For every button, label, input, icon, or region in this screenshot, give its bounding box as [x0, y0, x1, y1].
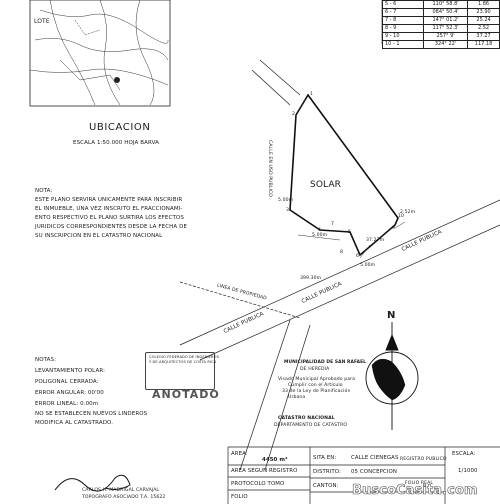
area-label: AREA:: [231, 451, 248, 457]
point-label: 3: [286, 208, 290, 213]
cell: 2.52: [467, 24, 500, 33]
location-marker: [114, 77, 120, 83]
distrito-value: 05 CONCEPCION: [351, 469, 397, 475]
location-map-lines: [29, 0, 169, 106]
note-line: SU INSCRIPCION EN EL CATASTRO NACIONAL: [35, 233, 163, 239]
dimension-label: 2.52m: [400, 210, 416, 215]
cell: 147° 01.2': [422, 16, 469, 25]
area-value: 4450 m²: [262, 457, 288, 463]
anotado-stamp: ANOTADO: [152, 388, 220, 401]
surveyor-title: TOPOGRAFO ASOCIADO T.A. 15622: [82, 495, 166, 500]
notes-line: LEVANTAMIENTO POLAR:: [35, 368, 106, 374]
cell: 1.86: [467, 0, 500, 9]
sita-label: SITA EN:: [313, 455, 337, 461]
notes-line: ERROR LINEAL: 0.00m: [35, 401, 99, 407]
dimension-label: 399.30m: [300, 276, 322, 281]
note-label: NOTA:: [35, 188, 53, 194]
notes-line: MODIFICA AL CATASTRADO.: [35, 420, 114, 426]
cell: 117.18: [467, 40, 500, 49]
notes-label: NOTAS:: [35, 357, 57, 363]
cell: 084° 50.4': [422, 8, 469, 17]
notes-line: NO SE ESTABLECEN NUEVOS LINDEROS: [35, 411, 148, 417]
folio-label: FOLIO: [231, 494, 248, 500]
area-registro-label: AREA SEGUN REGISTRO: [231, 468, 298, 474]
protocolo-label: PROTOCOLO TOMO: [231, 481, 285, 487]
dimension-label: 5.00m: [312, 233, 328, 238]
solar-label: SOLAR: [310, 180, 341, 190]
lote-label: LOTE: [34, 18, 50, 25]
point-label: 5: [348, 230, 352, 235]
cell: 9 - 10: [382, 32, 424, 41]
cell: 324° 22': [422, 40, 469, 49]
folio-real: FOLIO REAL: [405, 481, 434, 486]
location-map-frame: [29, 0, 171, 107]
point-label: 2: [292, 112, 296, 117]
notes-line: ERROR ANGULAR: 00'00: [35, 390, 104, 396]
notes-line: POLIGONAL CERRADA:: [35, 379, 99, 385]
sita-value: CALLE CIENEGAS: [351, 455, 399, 461]
watermark: BuscoCasita.com: [352, 483, 478, 499]
registro-publico: REGISTRO PUBLICO: [400, 457, 447, 462]
point-label: 9: [392, 226, 396, 231]
streets: [179, 59, 500, 471]
escala-label: ESCALA:: [452, 451, 476, 457]
cell: 23.90: [467, 8, 500, 17]
point-label: 4: [318, 228, 322, 233]
title-block-grid: [227, 446, 500, 504]
colegio-stamp-line: COLEGIO FEDERADO DE INGENIEROS: [149, 355, 219, 359]
note-line: ENTO RESPECTIVO EL PLANO SURTIRA LOS EFE…: [35, 215, 184, 221]
visado-line: Urbana: [288, 395, 306, 400]
note-line: ESTE PLANO SERVIRA UNICAMENTE PARA INSCR…: [35, 197, 183, 203]
note-line: JURIDICOS CORRESPONDIENTES DESDE LA FECH…: [35, 224, 188, 230]
lot-polygon: [289, 93, 399, 257]
point-label: 6: [356, 254, 360, 259]
calle-en-uso-label: CALLE EN USO PUBLICO: [267, 140, 272, 198]
cell: 5 - 6: [382, 0, 424, 9]
cell: 7 - 8: [382, 16, 424, 25]
point-label: 10: [398, 214, 405, 219]
point-label: 1: [310, 92, 314, 97]
north-label: N: [387, 310, 396, 321]
municipal-stamp-line: MUNICIPALIDAD DE SAN RAFAEL: [284, 360, 367, 365]
dimension-label: 5.00m: [278, 198, 294, 203]
colegio-stamp-line: Y DE ARQUITECTOS DE COSTA RICA: [149, 360, 217, 364]
dimension-label: 5.00m: [360, 263, 376, 268]
municipal-stamp-line: DE HEREDIA: [300, 367, 330, 372]
location-heading: UBICACION: [89, 122, 151, 133]
catastro-line: CATASTRO NACIONAL: [278, 416, 335, 421]
location-scale: ESCALA 1:50.000 HOJA BARVA: [73, 140, 159, 146]
cell: 8 - 9: [382, 24, 424, 33]
surveyor-signature: [54, 474, 131, 492]
distrito-label: DISTRITO:: [313, 469, 341, 475]
cell: 25.24: [467, 16, 500, 25]
country-map-shape: [371, 358, 406, 401]
note-line: EL INMUEBLE, UNA VEZ INSCRITO EL FRACCIO…: [35, 206, 183, 212]
visado-line: Cumplir con el Artículo: [288, 383, 343, 388]
colegio-stamp: COLEGIO FEDERADO DE INGENIEROS Y DE ARQU…: [145, 352, 219, 390]
point-label: 8: [340, 250, 344, 255]
escala-value: 1/1000: [458, 468, 478, 474]
visado-line: Visado Municipal Aprobado para: [278, 377, 356, 382]
cell: 10 - 1: [382, 40, 424, 49]
surveyor-name: CARLOS H. MADRIGAL CARVAJAL: [82, 488, 160, 493]
cell: 110° 58.8': [422, 0, 469, 9]
cell: 257° 9': [422, 32, 469, 41]
cell: 37.27: [467, 32, 500, 41]
cell: 117° 52.3': [422, 24, 469, 33]
canton-label: CANTON:: [313, 483, 339, 489]
cell: 6 - 7: [382, 8, 424, 17]
point-label: 7: [331, 222, 335, 227]
dimension-label: 37.27m: [366, 238, 385, 243]
catastro-line: DEPARTAMENTO DE CATASTRO: [274, 423, 348, 428]
visado-line: 33 de la Ley de Planificación: [282, 389, 351, 394]
